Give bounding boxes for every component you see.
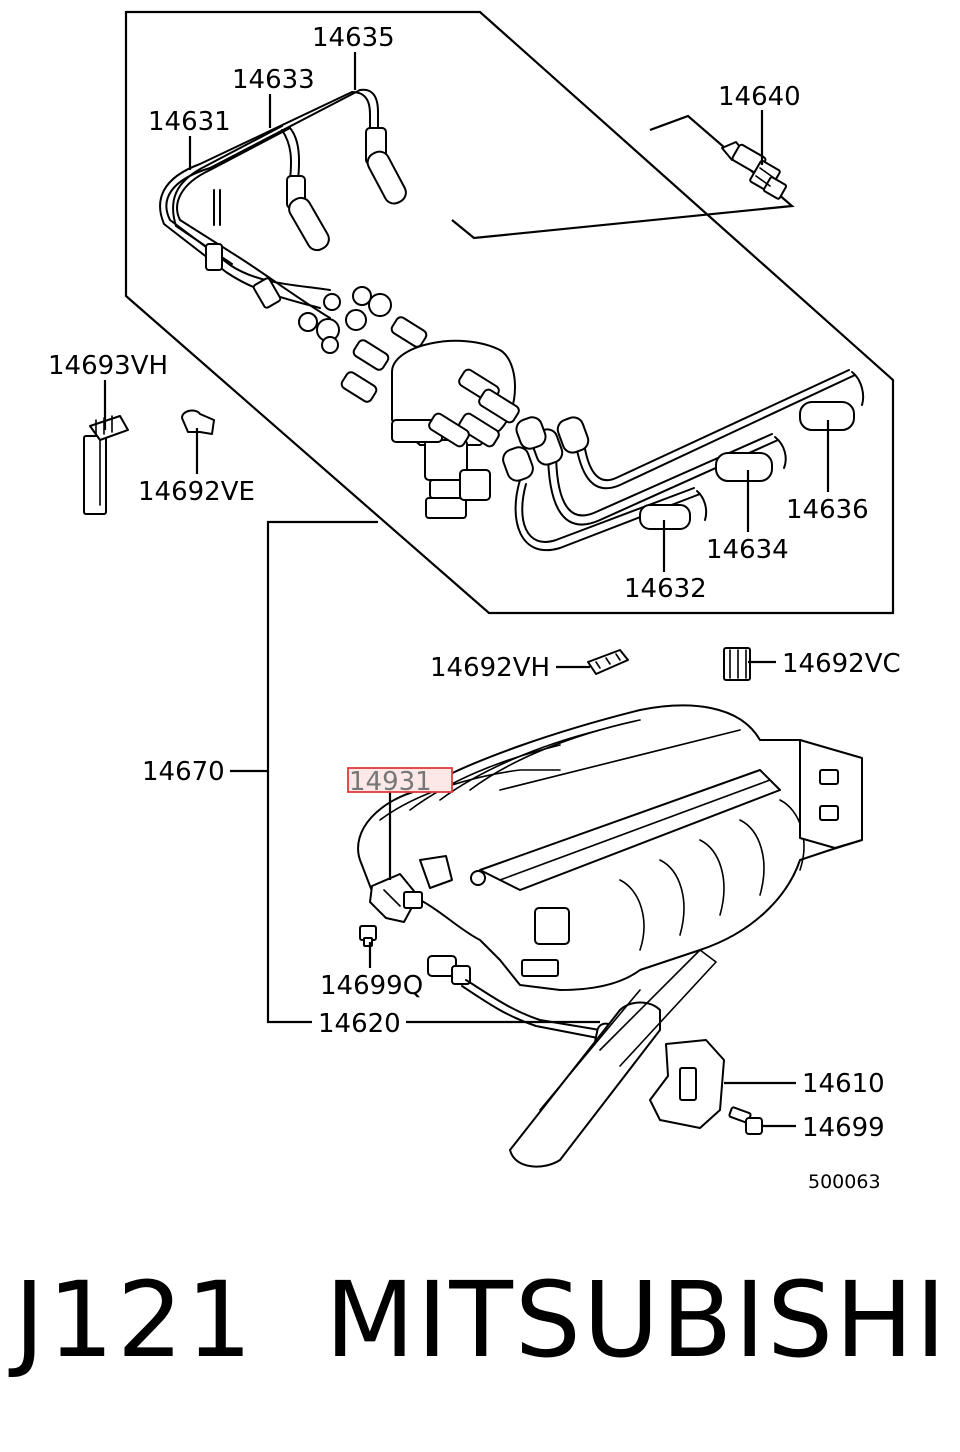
label-14693VH[interactable]: 14693VH <box>48 351 168 381</box>
label-14633[interactable]: 14633 <box>232 65 315 95</box>
ignition-set-outline <box>124 10 895 615</box>
leader-lines <box>103 52 830 1128</box>
label-14670[interactable]: 14670 <box>142 757 225 787</box>
label-14640[interactable]: 14640 <box>718 82 801 112</box>
highlight-box <box>347 767 453 793</box>
bolt-14699Q <box>359 925 377 947</box>
clip-14693VH <box>83 415 129 515</box>
label-14632[interactable]: 14632 <box>624 574 707 604</box>
label-14620[interactable]: 14620 <box>318 1009 401 1039</box>
clip-14692VC <box>723 647 751 681</box>
clip-14692VH <box>587 649 629 675</box>
label-14692VC[interactable]: 14692VC <box>782 649 901 679</box>
ignition-wires-left <box>159 88 407 354</box>
label-14931[interactable]: 14931 <box>349 767 432 797</box>
label-14692VH[interactable]: 14692VH <box>430 653 550 683</box>
footer-part-code: J121 <box>14 1259 256 1381</box>
label-14610[interactable]: 14610 <box>802 1069 885 1099</box>
exhaust-pipes <box>509 949 717 1168</box>
ignition-wires-right <box>502 369 865 551</box>
spark-plug <box>721 141 788 200</box>
label-14635[interactable]: 14635 <box>312 23 395 53</box>
sensor-14931 <box>369 873 423 923</box>
label-14636[interactable]: 14636 <box>786 495 869 525</box>
bolt-14699 <box>728 1106 763 1135</box>
sensor-14610 <box>649 1039 725 1129</box>
label-14631[interactable]: 14631 <box>148 107 231 137</box>
distributor-cap <box>340 316 520 519</box>
drawing-code: 500063 <box>808 1171 881 1193</box>
clip-14692VE <box>181 409 215 435</box>
spark-plug-box <box>451 114 795 240</box>
intake-manifold <box>357 704 863 991</box>
label-14699[interactable]: 14699 <box>802 1113 885 1143</box>
label-14699Q[interactable]: 14699Q <box>320 971 423 1001</box>
label-14692VE[interactable]: 14692VE <box>138 477 255 507</box>
footer-brand: MITSUBISHI <box>325 1259 948 1381</box>
label-14634[interactable]: 14634 <box>706 535 789 565</box>
